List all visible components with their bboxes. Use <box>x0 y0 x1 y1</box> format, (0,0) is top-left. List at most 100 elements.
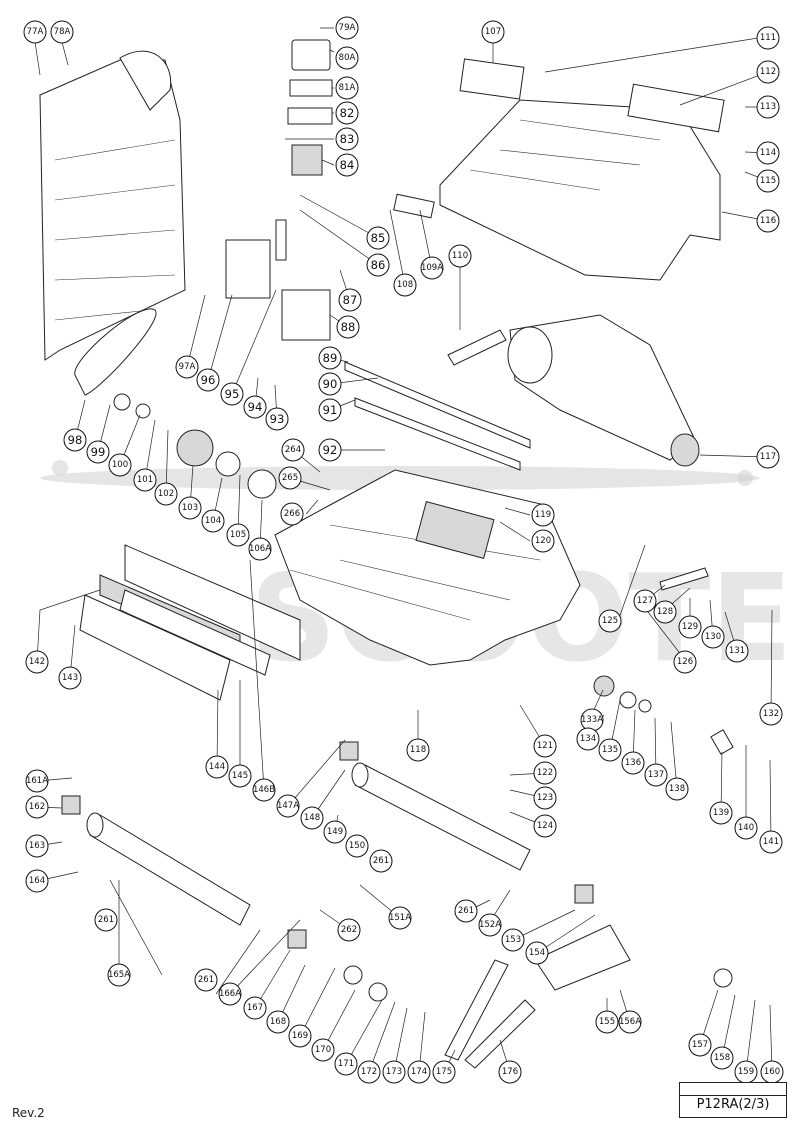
svg-text:116: 116 <box>760 216 776 226</box>
svg-text:137: 137 <box>648 770 664 780</box>
callout-87: 87 <box>338 288 362 312</box>
callout-152a: 152A <box>478 913 502 937</box>
revision-label: Rev.2 <box>12 1106 45 1120</box>
callout-103: 103 <box>178 496 202 520</box>
svg-text:136: 136 <box>625 758 641 768</box>
callout-142: 142 <box>25 650 49 674</box>
callout-162: 162 <box>25 795 49 819</box>
svg-text:109A: 109A <box>421 263 443 273</box>
callout-115: 115 <box>756 169 780 193</box>
svg-text:127: 127 <box>637 596 653 606</box>
callout-261-a: 261 <box>94 908 118 932</box>
svg-text:98: 98 <box>68 433 83 447</box>
svg-text:165A: 165A <box>108 970 130 980</box>
svg-text:78A: 78A <box>54 27 71 37</box>
svg-text:122: 122 <box>537 768 553 778</box>
svg-text:77A: 77A <box>27 27 44 37</box>
callout-104: 104 <box>201 509 225 533</box>
callout-174: 174 <box>407 1060 431 1084</box>
callout-94: 94 <box>243 395 267 419</box>
svg-text:117: 117 <box>760 452 776 462</box>
svg-text:174: 174 <box>411 1067 427 1077</box>
callout-77a: 77A <box>23 20 47 44</box>
svg-text:102: 102 <box>158 489 174 499</box>
svg-text:129: 129 <box>682 622 698 632</box>
svg-text:143: 143 <box>62 673 78 683</box>
svg-text:94: 94 <box>248 400 263 414</box>
svg-text:262: 262 <box>341 925 357 935</box>
callout-124: 124 <box>533 814 557 838</box>
callout-85: 85 <box>366 226 390 250</box>
svg-text:159: 159 <box>738 1067 754 1077</box>
svg-text:101: 101 <box>137 475 153 485</box>
svg-text:100: 100 <box>112 460 128 470</box>
svg-text:85: 85 <box>371 231 386 245</box>
svg-text:153: 153 <box>505 935 521 945</box>
belt-pulleys <box>74 308 277 499</box>
svg-text:164: 164 <box>29 876 45 886</box>
callout-111: 111 <box>756 26 780 50</box>
side-cover <box>39 50 186 361</box>
callout-117: 117 <box>756 445 780 469</box>
svg-text:104: 104 <box>205 516 221 526</box>
callout-138: 138 <box>665 777 689 801</box>
callout-165a: 165A <box>107 963 131 987</box>
callout-170: 170 <box>311 1038 335 1062</box>
svg-text:87: 87 <box>343 293 358 307</box>
callout-154: 154 <box>525 941 549 965</box>
callout-97a: 97A <box>175 355 199 379</box>
blades <box>344 361 531 471</box>
svg-text:124: 124 <box>537 821 553 831</box>
callout-128: 128 <box>653 600 677 624</box>
svg-text:125: 125 <box>602 616 618 626</box>
callout-173: 173 <box>382 1060 406 1084</box>
leader-lines <box>34 27 773 1073</box>
model-box-divider <box>680 1095 786 1096</box>
svg-text:97A: 97A <box>179 362 196 372</box>
callout-78a: 78A <box>50 20 74 44</box>
svg-text:81A: 81A <box>339 83 356 93</box>
callout-144: 144 <box>205 755 229 779</box>
svg-text:118: 118 <box>410 745 426 755</box>
callout-107: 107 <box>481 20 505 44</box>
svg-text:90: 90 <box>323 377 338 391</box>
callout-109a: 109A <box>420 256 444 280</box>
callout-116: 116 <box>756 209 780 233</box>
svg-text:149: 149 <box>327 827 343 837</box>
callout-262: 262 <box>337 918 361 942</box>
callout-112: 112 <box>756 60 780 84</box>
model-box: P12RA(2/3) <box>679 1082 787 1118</box>
callout-161a: 161A <box>25 769 49 793</box>
svg-text:266: 266 <box>284 509 300 519</box>
svg-text:79A: 79A <box>339 23 356 33</box>
svg-text:169: 169 <box>292 1031 308 1041</box>
callout-120: 120 <box>531 529 555 553</box>
main-frame <box>274 469 581 666</box>
svg-text:152A: 152A <box>479 920 501 930</box>
svg-text:133A: 133A <box>581 715 603 725</box>
callout-119: 119 <box>531 503 555 527</box>
cutter-head <box>79 544 301 701</box>
callout-266: 266 <box>280 502 304 526</box>
svg-text:119: 119 <box>535 510 551 520</box>
callout-264: 264 <box>281 438 305 462</box>
svg-text:91: 91 <box>323 403 338 417</box>
callout-130: 130 <box>701 625 725 649</box>
callout-265: 265 <box>278 466 302 490</box>
svg-text:175: 175 <box>436 1067 452 1077</box>
callout-145: 145 <box>228 764 252 788</box>
gear-side <box>593 567 734 755</box>
callout-168: 168 <box>266 1010 290 1034</box>
callout-110: 110 <box>448 244 472 268</box>
callout-158: 158 <box>710 1046 734 1070</box>
svg-text:160: 160 <box>764 1067 780 1077</box>
callout-79a: 79A <box>335 16 359 40</box>
svg-text:107: 107 <box>485 27 501 37</box>
callout-108: 108 <box>393 273 417 297</box>
svg-text:144: 144 <box>209 762 225 772</box>
svg-text:80A: 80A <box>339 53 356 63</box>
callout-147a: 147A <box>276 794 300 818</box>
svg-text:166A: 166A <box>219 989 241 999</box>
svg-text:88: 88 <box>341 320 356 334</box>
callout-114: 114 <box>756 141 780 165</box>
